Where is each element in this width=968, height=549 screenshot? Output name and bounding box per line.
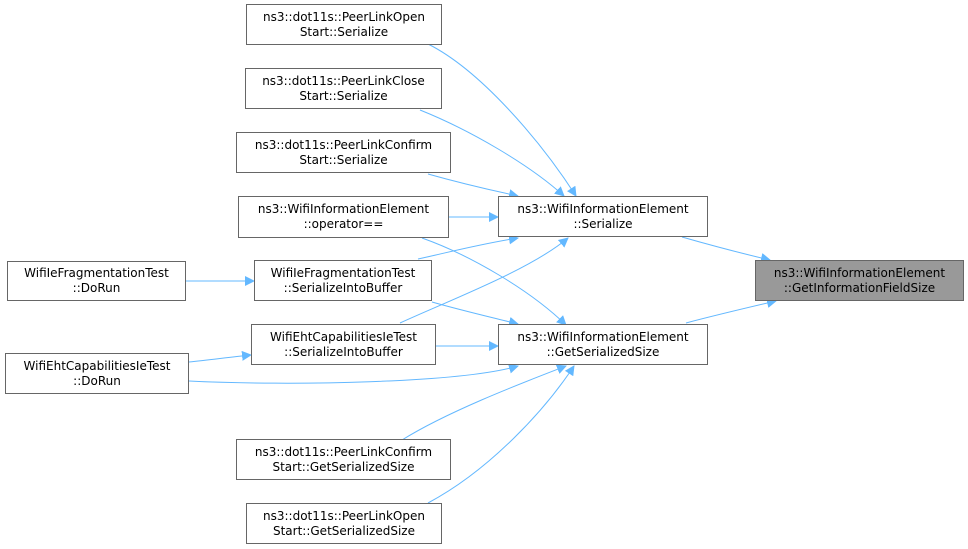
node-wifi-eht-capabilities-ie-test-dorun[interactable]: WifiEhtCapabilitiesIeTest ::DoRun	[5, 353, 189, 394]
node-label-line1: WifiEhtCapabilitiesIeTest	[270, 329, 417, 344]
node-wifi-information-element-serialize[interactable]: ns3::WifiInformationElement ::Serialize	[498, 196, 708, 237]
node-wifi-ie-fragmentation-test-dorun[interactable]: WifiIeFragmentationTest ::DoRun	[7, 261, 186, 301]
node-wifi-ie-fragmentation-test-serialize-into-buffer[interactable]: WifiIeFragmentationTest ::SerializeIntoB…	[254, 260, 432, 301]
node-label-line2: ::Serialize	[573, 216, 633, 231]
edge-wift-sib-to-wie-gss	[431, 301, 519, 327]
node-peer-link-confirm-start-get-serialized-size[interactable]: ns3::dot11s::PeerLinkConfirm Start::GetS…	[236, 439, 451, 480]
node-label-line1: ns3::dot11s::PeerLinkClose	[262, 73, 425, 88]
edge-plcf-gss-to-wie-gss	[401, 364, 567, 441]
edge-weht-run-to-weht-sib	[188, 350, 252, 363]
node-peer-link-confirm-start-serialize[interactable]: ns3::dot11s::PeerLinkConfirm Start::Seri…	[236, 132, 451, 173]
node-label-line2: Start::GetSerializedSize	[272, 459, 415, 474]
node-wifi-information-element-get-information-field-size: ns3::WifiInformationElement ::GetInforma…	[755, 260, 964, 301]
edge-weht-run-to-wie-gss	[188, 363, 519, 384]
node-wifi-information-element-get-serialized-size[interactable]: ns3::WifiInformationElement ::GetSeriali…	[498, 324, 708, 365]
edge-plo-gss-to-wie-gss	[427, 365, 575, 504]
node-label-line1: WifiEhtCapabilitiesIeTest	[23, 358, 171, 373]
node-peer-link-open-start-serialize[interactable]: ns3::dot11s::PeerLinkOpen Start::Seriali…	[246, 4, 442, 45]
edge-wie-eq-to-wie-gss	[421, 237, 567, 326]
edge-wie-ser-to-wie-gifs	[681, 236, 771, 263]
edge-plo-ser-to-wie-ser	[427, 43, 577, 197]
node-label-line2: Start::Serialize	[299, 88, 388, 103]
node-label-line1: WifiIeFragmentationTest	[24, 266, 169, 280]
node-label-line1: ns3::WifiInformationElement	[517, 201, 689, 216]
edge-weht-sib-to-wie-ser	[399, 237, 569, 324]
node-wifi-information-element-operator-eq[interactable]: ns3::WifiInformationElement ::operator==	[238, 196, 449, 238]
node-label-line2: ::GetInformationFieldSize	[783, 280, 936, 295]
node-label-line1: WifiIeFragmentationTest	[270, 265, 416, 280]
edge-wift-sib-to-wie-ser	[417, 234, 519, 260]
node-label-line2: ::operator==	[303, 217, 384, 231]
node-label-line2: Start::GetSerializedSize	[272, 523, 415, 538]
node-label-line2: Start::Serialize	[299, 152, 388, 167]
node-label-line1: ns3::WifiInformationElement	[773, 265, 946, 280]
node-label-line2: ::GetSerializedSize	[546, 344, 660, 359]
node-label-line1: ns3::dot11s::PeerLinkConfirm	[254, 444, 433, 459]
edge-plc-ser-to-wie-ser	[419, 109, 565, 197]
node-label-line1: ns3::dot11s::PeerLinkOpen	[263, 508, 425, 523]
node-label-line2: ::SerializeIntoBuffer	[284, 344, 403, 359]
edge-wie-gss-to-wie-gifs	[685, 298, 777, 324]
node-label-line2: ::DoRun	[72, 281, 121, 295]
node-label-line2: Start::Serialize	[299, 24, 389, 39]
node-peer-link-close-start-serialize[interactable]: ns3::dot11s::PeerLinkClose Start::Serial…	[245, 68, 442, 109]
edge-plcf-ser-to-wie-ser	[427, 173, 519, 200]
node-label-line1: ns3::dot11s::PeerLinkConfirm	[254, 137, 433, 152]
node-label-line1: ns3::dot11s::PeerLinkOpen	[263, 9, 425, 24]
node-label-line2: ::DoRun	[73, 373, 121, 388]
node-label-line2: ::SerializeIntoBuffer	[283, 280, 403, 295]
node-label-line1: ns3::WifiInformationElement	[517, 329, 689, 344]
node-peer-link-open-start-get-serialized-size[interactable]: ns3::dot11s::PeerLinkOpen Start::GetSeri…	[246, 503, 442, 544]
node-wifi-eht-capabilities-ie-test-serialize-into-buffer[interactable]: WifiEhtCapabilitiesIeTest ::SerializeInt…	[251, 324, 436, 365]
node-label-line1: ns3::WifiInformationElement	[257, 202, 430, 216]
